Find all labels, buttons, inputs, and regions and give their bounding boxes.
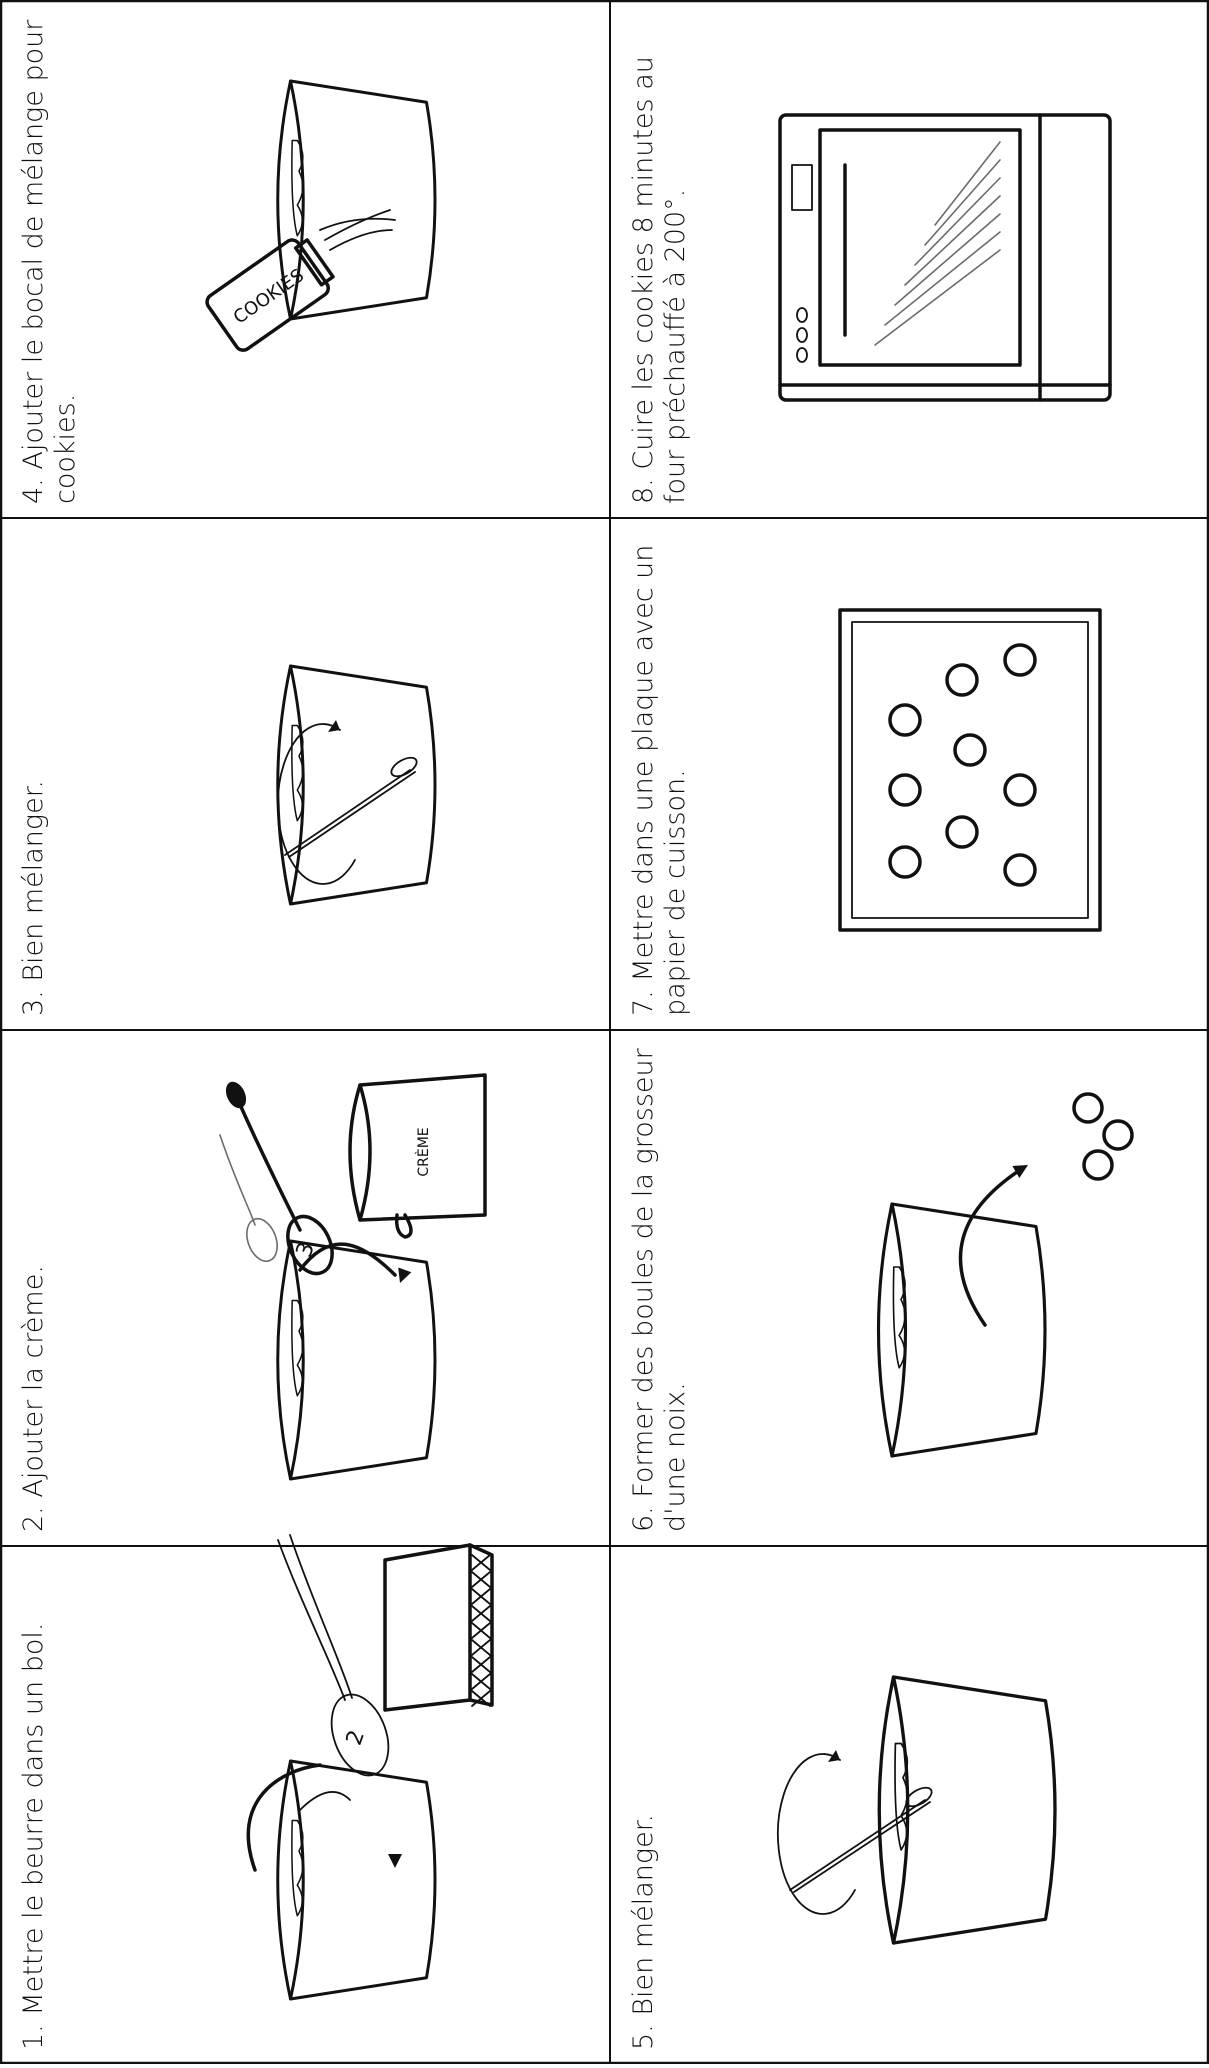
step-cell-2: 2. Ajouter la crème. bbox=[0, 1030, 610, 1546]
step-8-instruction: 8. Cuire les cookies 8 minutes au four p… bbox=[628, 14, 693, 504]
step-1-instruction: 1. Mettre le beurre dans un bol. bbox=[18, 1560, 50, 2050]
step-cell-7: 7. Mettre dans une plaque avec un papier… bbox=[610, 518, 1209, 1030]
step-cell-8: 8. Cuire les cookies 8 minutes au four p… bbox=[610, 0, 1209, 518]
step-4-instruction: 4. Ajouter le bocal de mélange pour cook… bbox=[18, 14, 83, 504]
step-cell-4: 4. Ajouter le bocal de mélange pour cook… bbox=[0, 0, 610, 518]
step-cell-6: 6. Former des boules de la grosseur d'un… bbox=[610, 1030, 1209, 1546]
step-cell-3: 3. Bien mélanger. bbox=[0, 518, 610, 1030]
step-cell-5: 5. Bien mélanger. bbox=[610, 1546, 1209, 2064]
step-2-instruction: 2. Ajouter la crème. bbox=[18, 1044, 50, 1532]
step-5-instruction: 5. Bien mélanger. bbox=[628, 1560, 660, 2050]
step-7-instruction: 7. Mettre dans une plaque avec un papier… bbox=[628, 532, 693, 1016]
step-6-instruction: 6. Former des boules de la grosseur d'un… bbox=[628, 1044, 693, 1532]
step-cell-1: 1. Mettre le beurre dans un bol. bbox=[0, 1546, 610, 2064]
step-3-instruction: 3. Bien mélanger. bbox=[18, 532, 50, 1016]
